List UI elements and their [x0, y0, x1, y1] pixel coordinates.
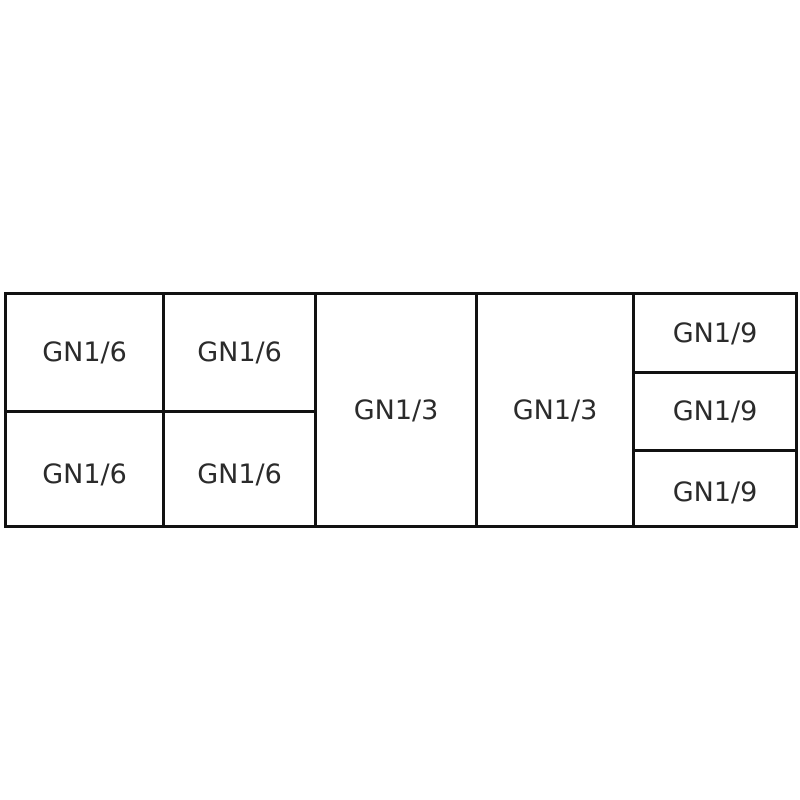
- gn-1-9-cell: GN1/9: [632, 371, 798, 452]
- cell-label: GN1/9: [672, 317, 758, 349]
- gn-1-3-cell: GN1/3: [475, 292, 635, 528]
- cell-label: GN1/9: [672, 396, 758, 427]
- cell-label: GN1/9: [672, 477, 758, 508]
- cell-label: GN1/6: [42, 458, 127, 490]
- cell-label: GN1/6: [197, 337, 282, 368]
- gn-1-9-cell: GN1/9: [632, 292, 798, 374]
- gn-1-6-cell: GN1/6: [162, 410, 317, 528]
- gn-1-9-cell: GN1/9: [632, 449, 798, 528]
- cell-label: GN1/6: [42, 337, 127, 368]
- cell-label: GN1/6: [197, 458, 282, 490]
- cell-label: GN1/3: [353, 394, 439, 426]
- gn-1-6-cell: GN1/6: [162, 292, 317, 413]
- cell-label: GN1/3: [512, 394, 598, 426]
- gn-1-6-cell: GN1/6: [4, 410, 165, 528]
- gn-1-6-cell: GN1/6: [4, 292, 165, 413]
- gn-1-3-cell: GN1/3: [314, 292, 478, 528]
